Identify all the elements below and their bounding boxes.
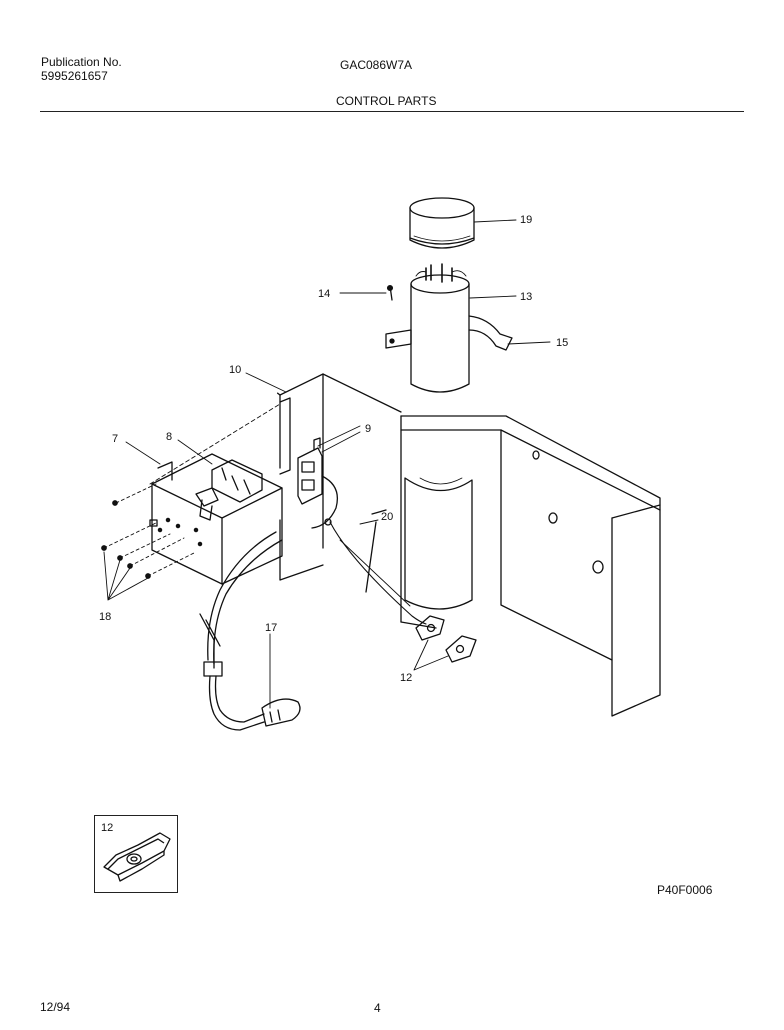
inset-callout-12: 12 <box>101 822 114 834</box>
publication-label: Publication No. <box>41 55 122 69</box>
callout-13: 13 <box>520 291 532 303</box>
capacitor <box>385 263 513 393</box>
screw <box>386 284 394 301</box>
page-number: 4 <box>374 1001 381 1015</box>
callout-9: 9 <box>365 423 371 435</box>
date: 12/94 <box>40 1000 71 1014</box>
drawing-code: P40F0006 <box>657 883 713 897</box>
rotary-switch <box>195 459 263 521</box>
callout-17: 17 <box>265 622 277 634</box>
callout-12: 12 <box>400 672 412 684</box>
callout-14: 14 <box>318 288 330 300</box>
header-rule <box>40 111 744 112</box>
callout-15: 15 <box>556 337 568 349</box>
bulb-clips <box>413 615 477 671</box>
capacitor-cap <box>409 197 475 249</box>
mounting-bracket <box>275 373 402 581</box>
thermostat-switch <box>297 425 361 505</box>
inset-detail-box: 12 <box>94 815 178 893</box>
publication-number: 5995261657 <box>41 69 108 83</box>
callout-7: 7 <box>112 433 118 445</box>
mounting-screws <box>101 403 281 601</box>
section-title: CONTROL PARTS <box>336 94 437 108</box>
leader-lines <box>125 219 551 709</box>
callout-18: 18 <box>99 611 111 623</box>
control-housing-panel <box>400 415 661 717</box>
callout-20: 20 <box>381 511 393 523</box>
model-number: GAC086W7A <box>340 58 413 72</box>
power-cord <box>199 531 301 731</box>
switch-box <box>149 453 283 585</box>
sensing-bulb <box>311 475 427 625</box>
callout-10: 10 <box>229 364 241 376</box>
bulb-clip-detail <box>103 832 171 882</box>
callout-8: 8 <box>166 431 172 443</box>
callout-19: 19 <box>520 214 532 226</box>
